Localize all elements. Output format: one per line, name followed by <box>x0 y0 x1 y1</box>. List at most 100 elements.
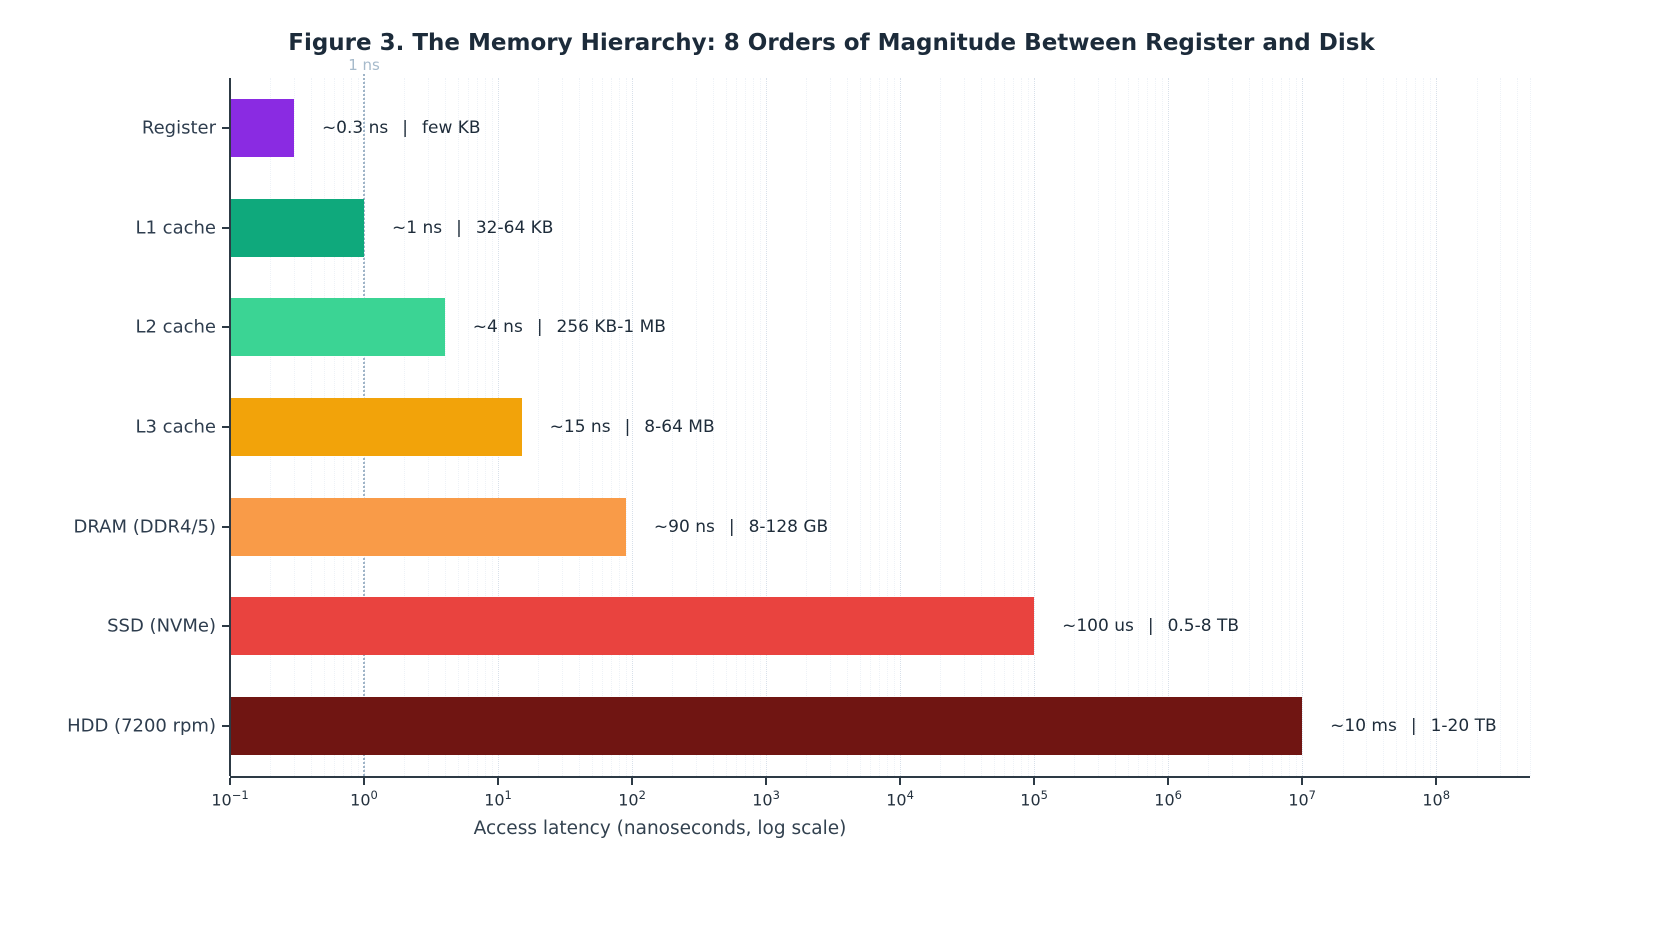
major-gridline <box>632 78 634 776</box>
label-separator: | <box>536 317 543 338</box>
major-gridline <box>1168 78 1170 776</box>
major-gridline <box>1034 78 1036 776</box>
latency-text: ~1 ns <box>392 217 443 238</box>
tick-exponent: 8 <box>1442 788 1451 802</box>
minor-gridline <box>1155 78 1157 776</box>
x-tick <box>899 778 902 785</box>
minor-gridline <box>672 78 674 776</box>
x-tick <box>631 778 634 785</box>
y-tick <box>222 126 230 129</box>
y-tick <box>222 725 230 728</box>
minor-gridline <box>712 78 714 776</box>
minor-gridline <box>625 78 627 776</box>
x-axis-spine <box>230 776 1530 778</box>
minor-gridline <box>993 78 995 776</box>
y-axis-spine <box>229 78 231 776</box>
bar <box>230 697 1303 756</box>
bar-value-label: ~10 ms|1-20 TB <box>1330 716 1496 736</box>
minor-gridline <box>1296 78 1298 776</box>
latency-text: ~4 ns <box>472 317 523 338</box>
tick-base: 10 <box>211 790 232 810</box>
minor-gridline <box>846 78 848 776</box>
x-tick-label: 10−1 <box>211 788 248 809</box>
tick-exponent: 7 <box>1308 788 1316 802</box>
tick-exponent: 6 <box>1174 788 1182 802</box>
tick-base: 10 <box>886 790 907 810</box>
major-gridline <box>766 78 768 776</box>
x-tick-label: 107 <box>1288 788 1316 809</box>
bar <box>230 298 445 357</box>
minor-gridline <box>561 78 563 776</box>
latency-text: ~90 ns <box>653 516 715 537</box>
tick-exponent: 4 <box>906 788 914 802</box>
minor-gridline <box>1013 78 1015 776</box>
y-tick <box>222 226 230 229</box>
minor-gridline <box>1098 78 1100 776</box>
category-label: Register <box>141 117 216 139</box>
x-tick <box>765 778 768 785</box>
x-tick <box>229 778 231 785</box>
bar <box>230 198 365 257</box>
minor-gridline <box>1272 78 1274 776</box>
bar <box>230 98 294 157</box>
minor-gridline <box>1395 78 1397 776</box>
x-tick <box>1435 778 1438 785</box>
minor-gridline <box>887 78 889 776</box>
minor-gridline <box>879 78 881 776</box>
capacity-text: 8-64 MB <box>644 417 715 437</box>
x-tick-label: 105 <box>1020 788 1048 809</box>
minor-gridline <box>1406 78 1408 776</box>
minor-gridline <box>870 78 872 776</box>
minor-gridline <box>619 78 621 776</box>
minor-gridline <box>1004 78 1006 776</box>
bar <box>230 398 522 456</box>
minor-gridline <box>1342 78 1344 776</box>
minor-gridline <box>940 78 942 776</box>
capacity-text: 256 KB-1 MB <box>556 317 666 338</box>
x-tick-label: 100 <box>350 788 378 809</box>
latency-text: ~15 ns <box>549 417 611 437</box>
minor-gridline <box>591 78 593 776</box>
label-separator: | <box>402 117 408 138</box>
minor-gridline <box>1516 78 1518 776</box>
label-separator: | <box>624 417 631 437</box>
y-tick <box>222 525 230 528</box>
tick-exponent: 0 <box>370 788 378 802</box>
minor-gridline <box>1476 78 1478 776</box>
minor-gridline <box>1021 78 1023 776</box>
capacity-text: 1-20 TB <box>1430 716 1497 737</box>
minor-gridline <box>830 78 832 776</box>
x-tick-label: 108 <box>1422 788 1450 809</box>
x-tick <box>363 778 366 785</box>
x-tick-label: 102 <box>618 788 646 809</box>
label-separator: | <box>728 516 735 537</box>
x-tick-label: 104 <box>886 788 914 809</box>
major-gridline <box>1436 78 1438 776</box>
minor-gridline <box>1281 78 1283 776</box>
minor-gridline <box>611 78 613 776</box>
minor-gridline <box>859 78 861 776</box>
minor-gridline <box>759 78 761 776</box>
tick-exponent: 5 <box>1040 788 1048 802</box>
tick-base: 10 <box>1020 790 1041 810</box>
tick-exponent: 2 <box>638 788 646 802</box>
x-tick <box>1167 778 1170 785</box>
x-axis-title: Access latency (nanoseconds, log scale) <box>473 818 847 839</box>
minor-gridline <box>1423 78 1425 776</box>
tick-base: 10 <box>618 790 639 810</box>
label-separator: | <box>1410 716 1417 737</box>
minor-gridline <box>1162 78 1163 776</box>
capacity-text: 8-128 GB <box>748 516 829 537</box>
minor-gridline <box>980 78 982 776</box>
x-tick <box>1033 778 1036 785</box>
chart-title: Figure 3. The Memory Hierarchy: 8 Orders… <box>288 30 1375 56</box>
capacity-text: 32-64 KB <box>475 217 554 238</box>
tick-exponent: −1 <box>231 788 249 802</box>
minor-gridline <box>806 78 808 776</box>
minor-gridline <box>1415 78 1417 776</box>
y-tick <box>222 326 230 329</box>
category-label: L3 cache <box>135 416 216 438</box>
category-label: L1 cache <box>135 217 216 239</box>
reference-line-label: 1 ns <box>348 56 380 74</box>
